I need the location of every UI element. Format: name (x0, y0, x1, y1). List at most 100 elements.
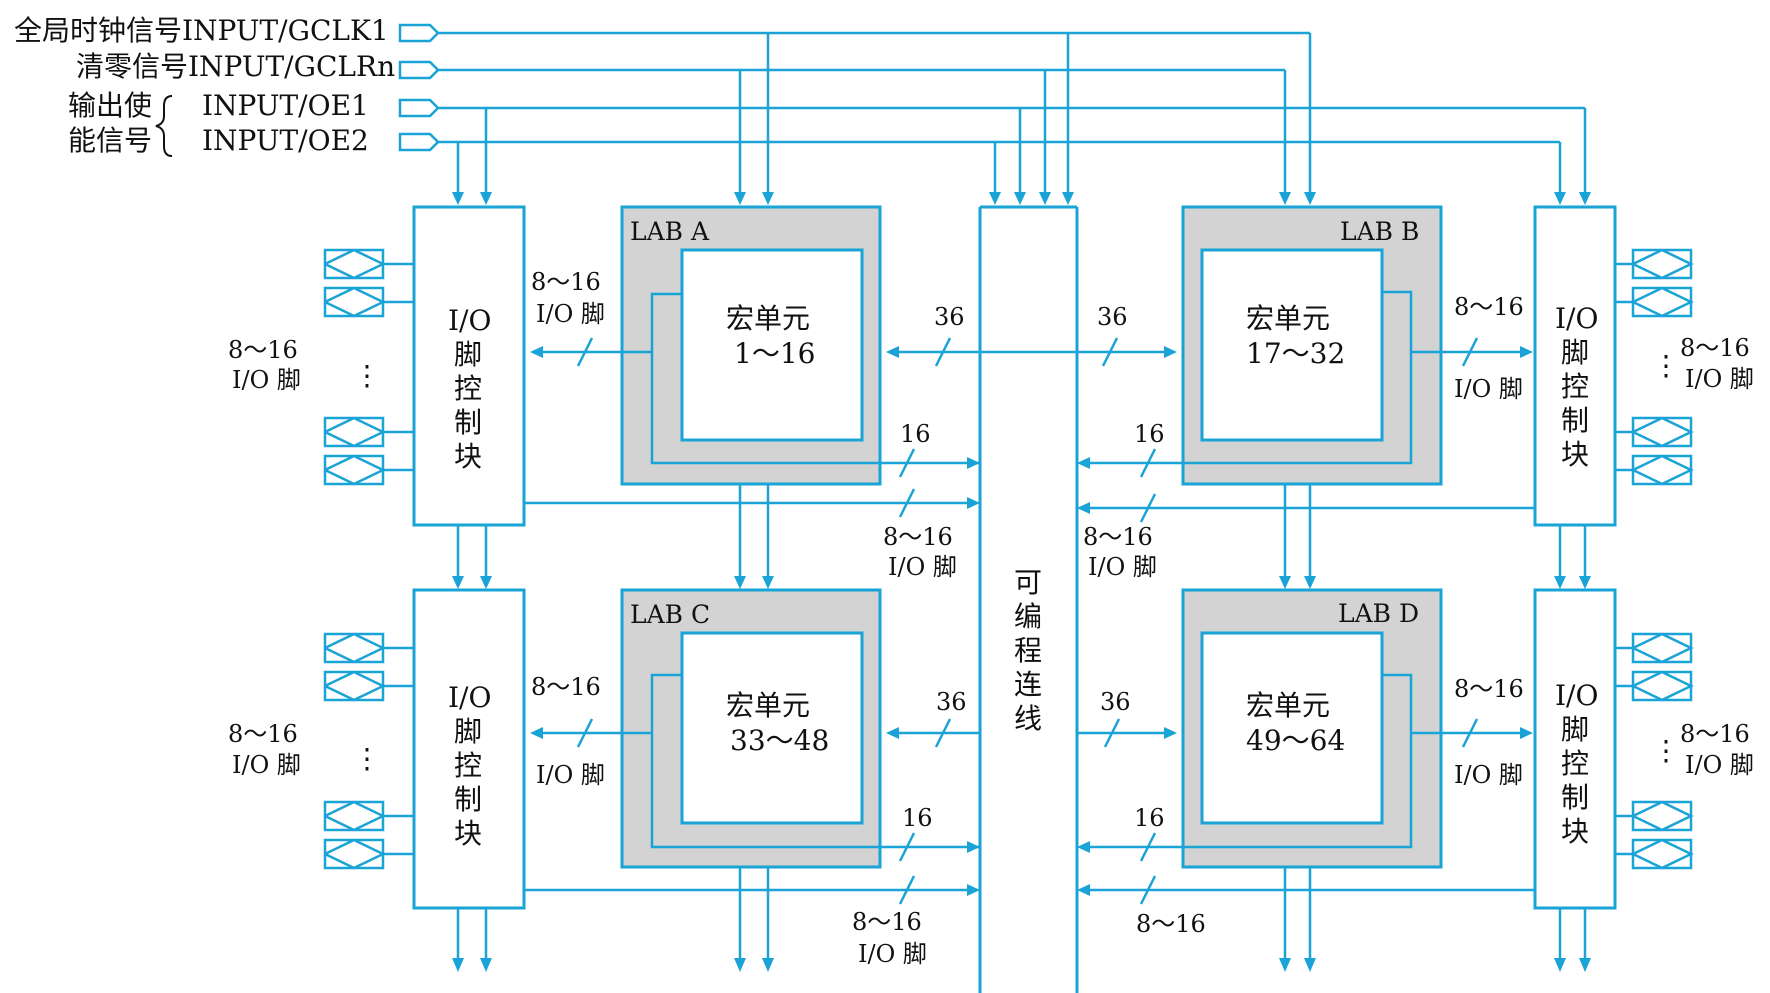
io-pins-left-top: ⋮ 8～16 I/O 脚 (228, 248, 414, 486)
svg-text:宏单元: 宏单元 (726, 689, 810, 722)
svg-text:I/O 脚: I/O 脚 (232, 751, 301, 779)
svg-text:I/O 脚: I/O 脚 (536, 300, 605, 328)
svg-text:8～16: 8～16 (1680, 720, 1750, 748)
svg-text:8～16: 8～16 (1454, 675, 1524, 703)
oe-group-label-1: 输出使 (68, 89, 152, 122)
io-control-block-top-right: I/O 脚 控 制 块 (1533, 205, 1617, 527)
gclr-pin-icon (398, 60, 440, 80)
svg-text:I/O 脚: I/O 脚 (536, 761, 605, 789)
lab-b-title: LAB B (1340, 217, 1419, 246)
svg-text:I/O: I/O (448, 304, 491, 337)
svg-text:块: 块 (454, 817, 482, 850)
io-block-vertical-links (452, 525, 1591, 972)
svg-text:宏单元: 宏单元 (1246, 302, 1330, 335)
svg-text:制: 制 (454, 783, 482, 816)
svg-text:控: 控 (454, 749, 482, 782)
global-inputs: 全局时钟信号INPUT/GCLK1 清零信号INPUT/GCLRn 输出使 能信… (14, 14, 1591, 205)
svg-text:脚: 脚 (454, 338, 482, 371)
ellipsis-right-top: ⋮ (1652, 349, 1680, 382)
svg-text:I/O 脚: I/O 脚 (888, 553, 957, 581)
svg-text:块: 块 (1561, 815, 1589, 848)
svg-text:脚: 脚 (1561, 713, 1589, 746)
svg-text:块: 块 (1561, 438, 1589, 471)
svg-text:8～16: 8～16 (531, 673, 601, 701)
svg-text:16: 16 (900, 420, 931, 448)
svg-text:I/O: I/O (448, 681, 491, 714)
input-drops (452, 33, 1591, 205)
programmable-interconnect: 可 编 程 连 线 (978, 205, 1079, 993)
io-control-block-top-left: I/O 脚 控 制 块 (412, 205, 526, 527)
lab-c-title: LAB C (630, 600, 710, 629)
oe-brace (155, 95, 173, 157)
lab-a: LAB A 宏单元 1～16 (620, 205, 980, 486)
svg-text:制: 制 (1561, 781, 1589, 814)
oe2-pin-icon (398, 132, 440, 152)
svg-text:8～16: 8～16 (1136, 910, 1206, 938)
svg-text:I/O: I/O (1555, 302, 1598, 335)
svg-text:控: 控 (1561, 747, 1589, 780)
svg-text:I/O 脚: I/O 脚 (1685, 751, 1754, 779)
svg-text:制: 制 (454, 406, 482, 439)
oe2-label: INPUT/OE2 (202, 124, 369, 157)
svg-text:8～16: 8～16 (883, 523, 953, 551)
svg-text:制: 制 (1561, 404, 1589, 437)
svg-text:49～64: 49～64 (1246, 724, 1345, 757)
svg-text:8～16: 8～16 (1083, 523, 1153, 551)
svg-text:36: 36 (1100, 688, 1131, 716)
oe-group-label-2: 能信号 (68, 124, 152, 157)
svg-text:I/O 脚: I/O 脚 (232, 366, 301, 394)
svg-text:8～16: 8～16 (228, 720, 298, 748)
svg-text:8～16: 8～16 (1454, 293, 1524, 321)
pia-char-4: 连 (1014, 668, 1042, 701)
svg-text:脚: 脚 (454, 715, 482, 748)
lab-c: LAB C 宏单元 33～48 (620, 588, 980, 869)
connections-top: 8～16 I/O 脚 8～16 I/O 脚 36 36 16 16 8～16 I… (524, 268, 1535, 589)
ellipsis-right-bottom: ⋮ (1652, 734, 1680, 767)
svg-text:I/O 脚: I/O 脚 (1454, 761, 1523, 789)
svg-text:1～16: 1～16 (734, 337, 815, 370)
svg-text:I/O: I/O (1555, 679, 1598, 712)
lab-d-title: LAB D (1338, 599, 1419, 628)
svg-text:I/O 脚: I/O 脚 (1685, 365, 1754, 393)
svg-text:8～16: 8～16 (1680, 334, 1750, 362)
svg-text:33～48: 33～48 (730, 724, 829, 757)
svg-text:控: 控 (1561, 370, 1589, 403)
svg-text:36: 36 (936, 688, 967, 716)
ellipsis-left-top: ⋮ (353, 359, 381, 392)
oe1-pin-icon (398, 98, 440, 118)
io-pins-right-bottom: ⋮ 8～16 I/O 脚 (1615, 632, 1754, 870)
svg-text:I/O 脚: I/O 脚 (1454, 375, 1523, 403)
svg-text:控: 控 (454, 372, 482, 405)
ellipsis-left-bottom: ⋮ (353, 742, 381, 775)
svg-text:宏单元: 宏单元 (726, 302, 810, 335)
lab-a-title: LAB A (630, 217, 710, 246)
svg-text:36: 36 (934, 303, 965, 331)
svg-text:块: 块 (454, 440, 482, 473)
svg-text:宏单元: 宏单元 (1246, 689, 1330, 722)
io-control-block-bottom-left: I/O 脚 控 制 块 (412, 588, 526, 910)
svg-text:脚: 脚 (1561, 336, 1589, 369)
oe1-label: INPUT/OE1 (202, 89, 369, 122)
svg-text:16: 16 (1134, 804, 1165, 832)
gclk-pin-icon (398, 23, 440, 43)
svg-text:17～32: 17～32 (1246, 337, 1345, 370)
svg-text:36: 36 (1097, 303, 1128, 331)
svg-text:8～16: 8～16 (852, 908, 922, 936)
connections-bottom: 8～16 I/O 脚 8～16 I/O 脚 36 36 16 16 8～16 I… (524, 673, 1535, 972)
svg-text:8～16: 8～16 (531, 268, 601, 296)
svg-text:I/O 脚: I/O 脚 (1088, 553, 1157, 581)
lab-d: LAB D 宏单元 49～64 (1083, 588, 1443, 869)
lab-b: LAB B 宏单元 17～32 (1083, 205, 1443, 486)
io-control-block-bottom-right: I/O 脚 控 制 块 (1533, 588, 1617, 910)
io-pins-right-top: ⋮ 8～16 I/O 脚 (1615, 248, 1754, 486)
gclr-label: 清零信号INPUT/GCLRn (76, 50, 395, 83)
gclk-label: 全局时钟信号INPUT/GCLK1 (14, 14, 389, 47)
pia-char-3: 程 (1014, 634, 1042, 667)
svg-text:I/O 脚: I/O 脚 (858, 940, 927, 968)
pia-char-5: 线 (1014, 702, 1042, 735)
io-pins-left-bottom: ⋮ 8～16 I/O 脚 (228, 632, 414, 870)
svg-text:8～16: 8～16 (228, 336, 298, 364)
pia-char-2: 编 (1014, 600, 1042, 633)
pia-char-1: 可 (1014, 566, 1042, 599)
